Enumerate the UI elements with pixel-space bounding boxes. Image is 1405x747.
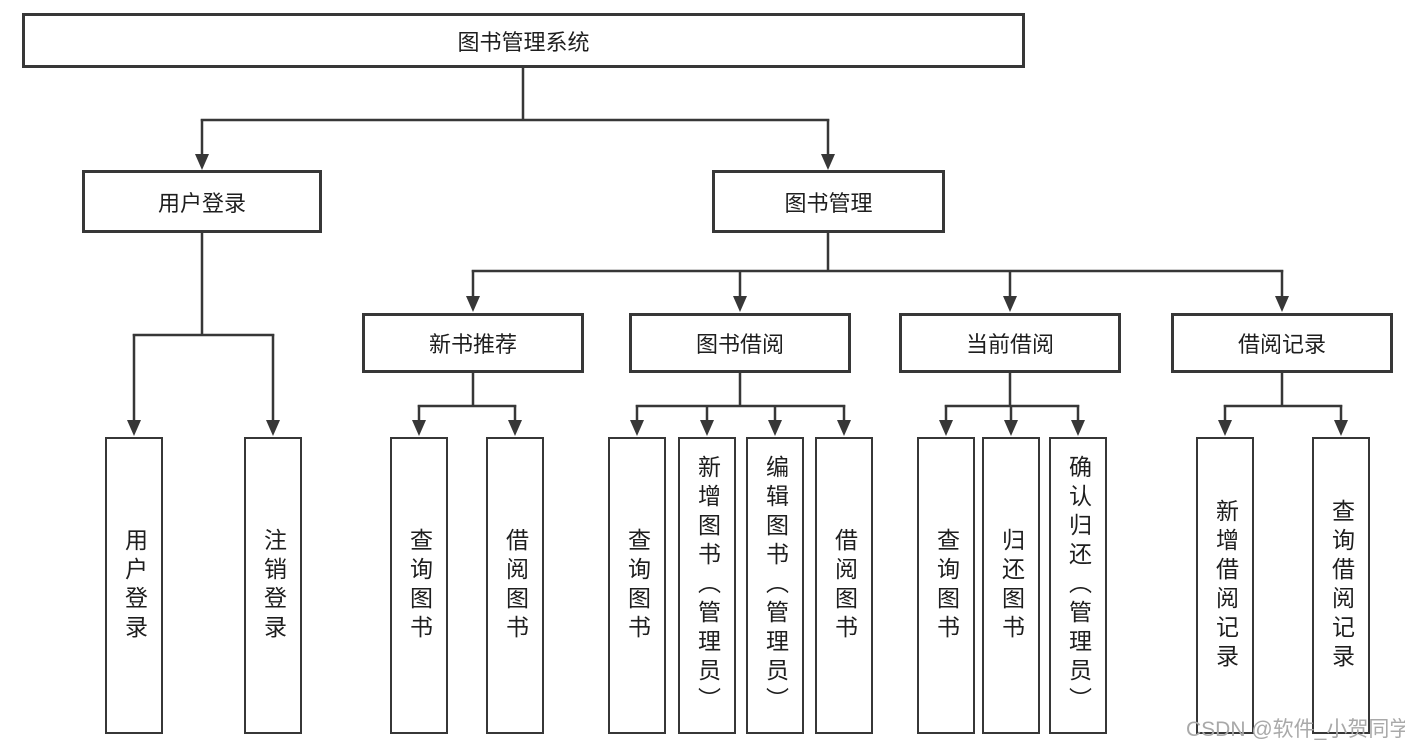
connector-borrow-records-children [1218, 373, 1348, 436]
node-leaf-add-books-admin: 新增图书（管理员） [678, 437, 736, 734]
node-label: 新增借阅记录 [1212, 498, 1239, 673]
node-leaf-query-books-borrow: 查询图书 [608, 437, 666, 734]
node-borrow-records: 借阅记录 [1171, 313, 1393, 373]
node-leaf-return-books: 归还图书 [982, 437, 1040, 734]
node-label: 查询图书 [933, 527, 960, 644]
connector-user-login-children [127, 233, 280, 436]
node-book-management: 图书管理 [712, 170, 945, 233]
connector-current-borrow-children [939, 373, 1085, 436]
node-label: 用户登录 [121, 527, 148, 644]
node-book-borrow: 图书借阅 [629, 313, 851, 373]
node-label: 查询借阅记录 [1328, 498, 1355, 673]
node-leaf-edit-books-admin: 编辑图书（管理员） [746, 437, 804, 734]
node-label: 借阅图书 [502, 527, 529, 644]
node-label: 借阅图书 [831, 527, 858, 644]
node-leaf-add-borrow-record: 新增借阅记录 [1196, 437, 1254, 734]
node-leaf-user-login: 用户登录 [105, 437, 163, 734]
csdn-watermark: CSDN @软件_小贺同学 [1186, 718, 1405, 741]
node-user-login: 用户登录 [82, 170, 322, 233]
node-leaf-borrow-books-recommend: 借阅图书 [486, 437, 544, 734]
node-leaf-query-books-recommend: 查询图书 [390, 437, 448, 734]
node-label: 注销登录 [260, 527, 287, 644]
node-root: 图书管理系统 [22, 13, 1025, 68]
node-leaf-borrow-books: 借阅图书 [815, 437, 873, 734]
node-label: 查询图书 [406, 527, 433, 644]
node-leaf-logout: 注销登录 [244, 437, 302, 734]
connector-book-borrow-children [630, 373, 851, 436]
node-leaf-query-books-current: 查询图书 [917, 437, 975, 734]
node-leaf-query-borrow-record: 查询借阅记录 [1312, 437, 1370, 734]
node-label: 新增图书（管理员） [694, 455, 721, 716]
node-label: 确认归还（管理员） [1065, 455, 1092, 716]
node-leaf-confirm-return-admin: 确认归还（管理员） [1049, 437, 1107, 734]
node-new-book-recommend: 新书推荐 [362, 313, 584, 373]
node-label: 查询图书 [624, 527, 651, 644]
connector-book-mgmt-children [466, 233, 1289, 312]
connector-root-to-level2 [195, 68, 835, 170]
node-current-borrow: 当前借阅 [899, 313, 1121, 373]
node-label: 编辑图书（管理员） [762, 455, 789, 716]
node-label: 归还图书 [998, 527, 1025, 644]
connector-new-book-children [412, 373, 522, 436]
